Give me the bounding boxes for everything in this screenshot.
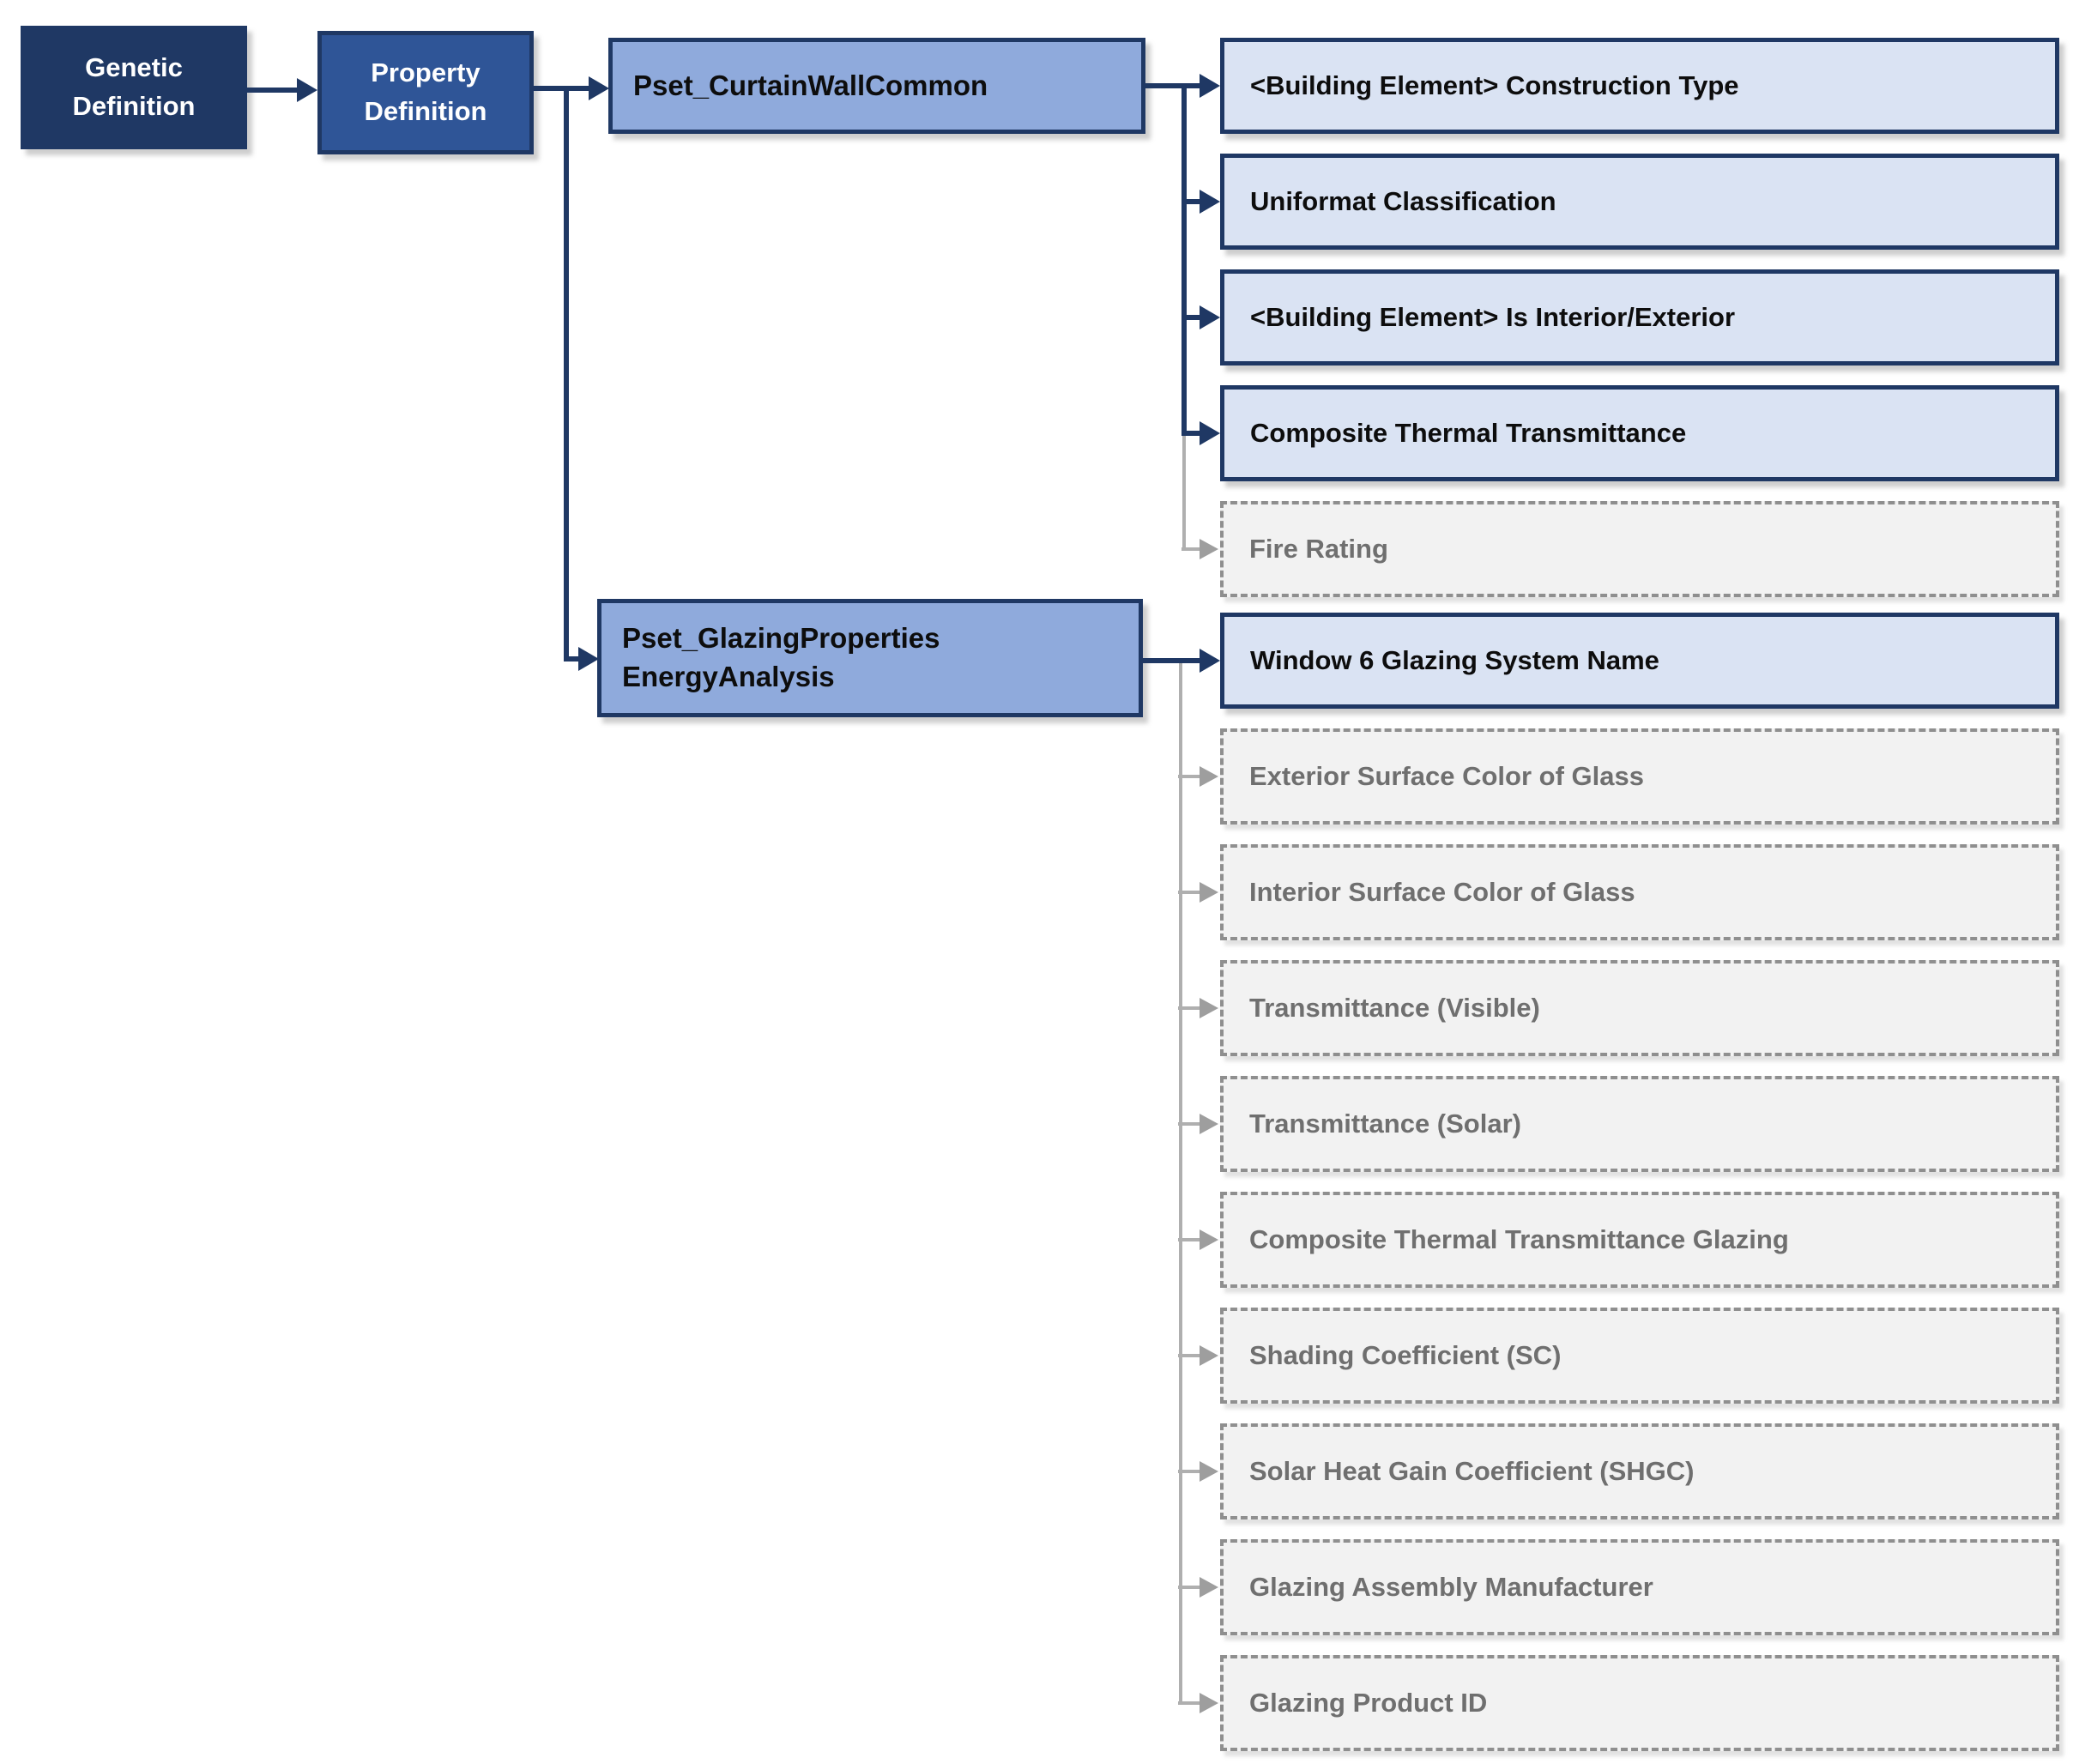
branch-pset-0-row-1: [1182, 199, 1200, 204]
property-box: Fire Rating: [1220, 501, 2059, 597]
arrow-into-property-icon: [1200, 1229, 1218, 1250]
property-box: Uniformat Classification: [1220, 154, 2059, 250]
branch-pset-1-row-7: [1178, 1470, 1200, 1473]
branch-pset-1-row-9: [1178, 1701, 1200, 1705]
property-box-label: Uniformat Classification: [1250, 186, 1556, 216]
branch-pset-1-row-0: [1143, 658, 1200, 663]
property-box-label: Exterior Surface Color of Glass: [1249, 761, 1644, 791]
branch-pset-1-row-2: [1178, 891, 1200, 894]
arrow-into-property-icon: [1200, 882, 1218, 903]
property-box: Composite Thermal Transmittance: [1220, 385, 2059, 481]
branch-pset-0-row-2: [1182, 315, 1200, 320]
trunk-pset-1-gray: [1179, 661, 1182, 1705]
property-box: Interior Surface Color of Glass: [1220, 844, 2059, 940]
trunk-pset-0-navy: [1182, 86, 1187, 433]
node-property-definition: Property Definition: [317, 31, 534, 154]
property-box-label: Transmittance (Visible): [1249, 993, 1540, 1023]
arrow-into-property-icon: [1200, 190, 1220, 214]
arrow-into-pset-glazingproperties-icon: [578, 647, 599, 671]
branch-pset-0-row-4: [1182, 547, 1200, 551]
branch-pset-0-row-3: [1182, 431, 1200, 436]
property-box: Shading Coefficient (SC): [1220, 1308, 2059, 1404]
property-box: Transmittance (Visible): [1220, 960, 2059, 1056]
property-box-label: Composite Thermal Transmittance Glazing: [1249, 1224, 1789, 1254]
property-box-label: Solar Heat Gain Coefficient (SHGC): [1249, 1456, 1695, 1486]
node-genetic-definition: Genetic Definition: [21, 26, 247, 149]
property-box: <Building Element> Construction Type: [1220, 38, 2059, 134]
arrow-into-property-icon: [1200, 649, 1220, 673]
branch-pset-1-row-8: [1178, 1586, 1200, 1589]
node-property-definition-label: Property Definition: [364, 57, 487, 126]
property-box: Glazing Product ID: [1220, 1655, 2059, 1751]
arrow-into-property-definition-icon: [297, 78, 317, 102]
property-box-label: Shading Coefficient (SC): [1249, 1340, 1562, 1370]
arrow-into-property-icon: [1200, 305, 1220, 329]
arrow-into-property-icon: [1200, 1693, 1218, 1713]
property-box: Solar Heat Gain Coefficient (SHGC): [1220, 1423, 2059, 1519]
node-pset-glazingproperties-energyanalysis: Pset_GlazingProperties EnergyAnalysis: [597, 599, 1143, 717]
property-box: Glazing Assembly Manufacturer: [1220, 1539, 2059, 1635]
property-box-label: Fire Rating: [1249, 534, 1388, 564]
branch-pset-1-row-1: [1178, 775, 1200, 778]
arrow-into-pset-curtainwallcommon-icon: [589, 76, 609, 100]
arrow-into-property-icon: [1200, 998, 1218, 1018]
property-box: <Building Element> Is Interior/Exterior: [1220, 269, 2059, 365]
arrow-into-property-icon: [1200, 1577, 1218, 1598]
trunk-property-definition: [564, 86, 569, 659]
branch-pset-1-row-6: [1178, 1354, 1200, 1357]
arrow-into-property-icon: [1200, 1345, 1218, 1366]
node-pset-glazingproperties-energyanalysis-label: Pset_GlazingProperties EnergyAnalysis: [622, 622, 940, 692]
property-box: Window 6 Glazing System Name: [1220, 613, 2059, 709]
property-box-label: Transmittance (Solar): [1249, 1109, 1521, 1139]
branch-pset-1-row-3: [1178, 1006, 1200, 1010]
arrow-into-property-icon: [1200, 766, 1218, 787]
property-box-label: Composite Thermal Transmittance: [1250, 418, 1687, 448]
property-box: Composite Thermal Transmittance Glazing: [1220, 1192, 2059, 1288]
node-pset-curtainwallcommon-label: Pset_CurtainWallCommon: [633, 69, 988, 101]
arrow-into-property-icon: [1200, 1461, 1218, 1482]
arrow-into-property-icon: [1200, 74, 1220, 98]
property-box-label: Interior Surface Color of Glass: [1249, 877, 1635, 907]
trunk-pset-0-gray: [1182, 433, 1186, 551]
property-box-label: Window 6 Glazing System Name: [1250, 645, 1659, 675]
arrow-into-property-icon: [1200, 539, 1218, 559]
property-box-label: <Building Element> Construction Type: [1250, 70, 1739, 100]
property-box: Transmittance (Solar): [1220, 1076, 2059, 1172]
branch-pset-1-row-4: [1178, 1122, 1200, 1126]
connector-property-to-pset2: [564, 656, 578, 662]
property-box-label: Glazing Product ID: [1249, 1688, 1488, 1718]
property-box-label: <Building Element> Is Interior/Exterior: [1250, 302, 1736, 332]
branch-pset-0-row-0: [1145, 83, 1200, 88]
property-box: Exterior Surface Color of Glass: [1220, 728, 2059, 825]
node-pset-curtainwallcommon: Pset_CurtainWallCommon: [608, 38, 1145, 134]
branch-pset-1-row-5: [1178, 1238, 1200, 1241]
node-genetic-definition-label: Genetic Definition: [72, 52, 196, 121]
arrow-into-property-icon: [1200, 421, 1220, 445]
arrow-into-property-icon: [1200, 1114, 1218, 1134]
connector-property-to-pset1: [534, 86, 589, 91]
connector-root-to-property: [247, 88, 297, 93]
property-box-label: Glazing Assembly Manufacturer: [1249, 1572, 1653, 1602]
